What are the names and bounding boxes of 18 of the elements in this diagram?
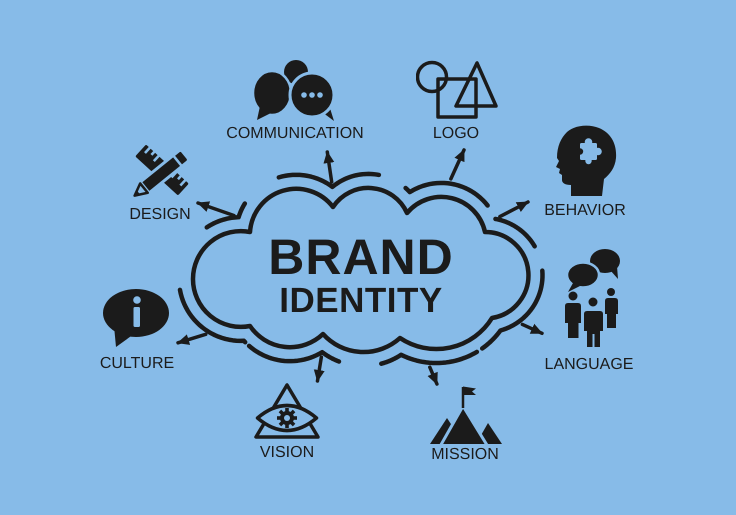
central-subtitle: IDENTITY <box>279 283 443 318</box>
arrow <box>520 322 544 336</box>
arrow <box>449 148 466 181</box>
node-label: VISION <box>260 444 314 462</box>
arrow <box>428 365 439 386</box>
arrow <box>314 355 325 383</box>
arrow <box>196 201 236 218</box>
central-title: BRAND <box>268 232 454 282</box>
node-label: LOGO <box>432 125 480 143</box>
node-label: BEHAVIOR <box>544 202 626 220</box>
arrow <box>176 332 208 345</box>
arrow <box>498 200 530 218</box>
node-label: DESIGN <box>129 206 191 224</box>
node-label: COMMUNICATION <box>226 125 364 143</box>
node-label: MISSION <box>431 446 499 464</box>
arrow <box>323 150 334 184</box>
node-label: LANGUAGE <box>544 356 634 374</box>
node-label: CULTURE <box>100 355 174 373</box>
